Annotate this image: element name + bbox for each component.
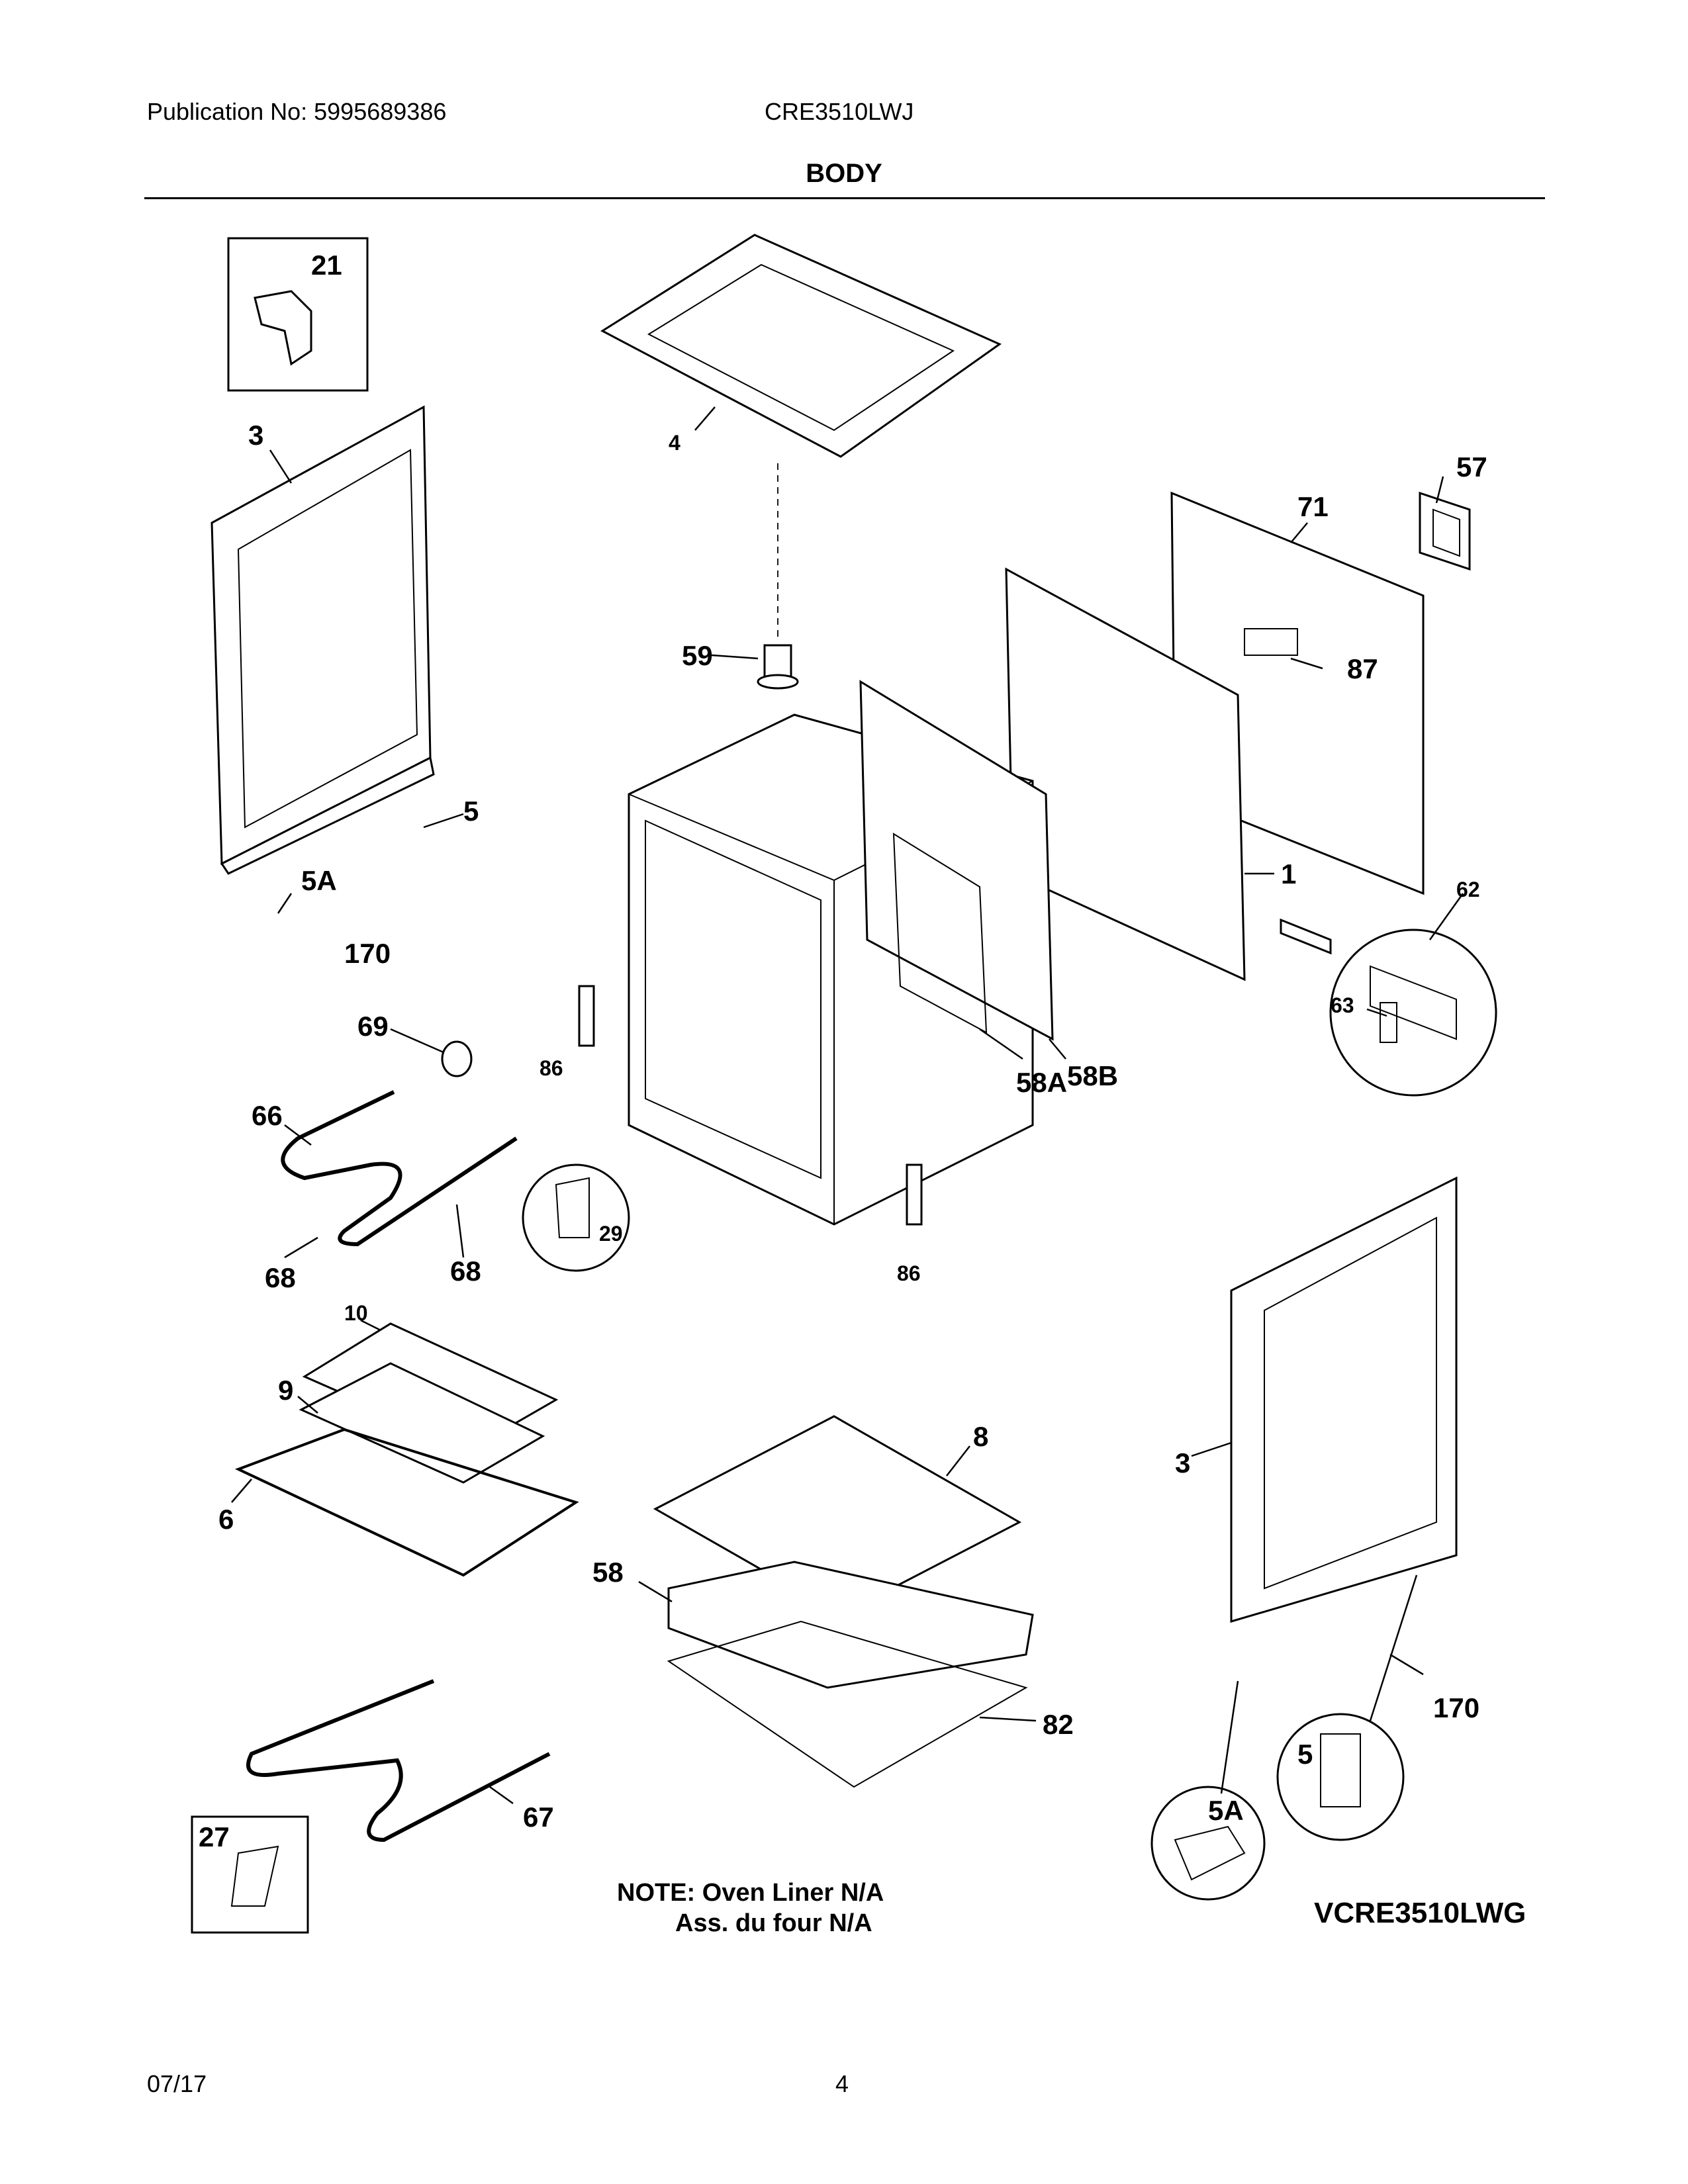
part-86-left-bracket bbox=[578, 985, 595, 1047]
callout-5a-left: 5A bbox=[301, 865, 337, 896]
section-title: BODY bbox=[806, 159, 882, 188]
callout-5-right: 5 bbox=[1297, 1739, 1313, 1770]
footer-page-number: 4 bbox=[835, 2070, 849, 2097]
part-4-top-panel bbox=[600, 234, 1002, 458]
callout-59: 59 bbox=[682, 640, 713, 671]
callout-5a-right: 5A bbox=[1208, 1795, 1244, 1826]
part-27-inset bbox=[191, 1815, 309, 1934]
part-86-right-bracket bbox=[906, 1163, 923, 1226]
callout-58a: 58A bbox=[1016, 1067, 1067, 1098]
part-6-oven-rack bbox=[234, 1428, 579, 1577]
callout-5-left: 5 bbox=[463, 796, 479, 827]
publication-number: Publication No: 5995689386 bbox=[147, 98, 447, 125]
part-58a-58b-insulation bbox=[859, 680, 1054, 1041]
callout-9: 9 bbox=[278, 1375, 293, 1406]
callout-62: 62 bbox=[1456, 878, 1480, 901]
leader-lines bbox=[231, 406, 1464, 1805]
part-3-left-side-panel bbox=[211, 405, 435, 875]
callout-63: 63 bbox=[1331, 993, 1354, 1017]
callout-87: 87 bbox=[1347, 653, 1378, 684]
note-oven-liner-fr: Ass. du four N/A bbox=[675, 1909, 872, 1937]
part-82-bottom-shield bbox=[667, 1620, 1028, 1788]
note-oven-liner-en: NOTE: Oven Liner N/A bbox=[617, 1879, 884, 1907]
callout-4: 4 bbox=[669, 431, 680, 455]
callout-66: 66 bbox=[252, 1100, 283, 1131]
part-5a-right-detail bbox=[1150, 1786, 1266, 1901]
callout-6: 6 bbox=[218, 1504, 234, 1535]
part-21-inset bbox=[227, 237, 369, 392]
callout-71: 71 bbox=[1297, 491, 1329, 522]
callout-3-right: 3 bbox=[1175, 1447, 1190, 1479]
part-62-terminal-block-detail bbox=[1280, 918, 1497, 1097]
footer-date: 07/17 bbox=[147, 2070, 207, 2097]
callout-67: 67 bbox=[523, 1801, 554, 1833]
part-29-detail bbox=[522, 1163, 630, 1272]
callout-21: 21 bbox=[311, 250, 342, 281]
header-rule bbox=[144, 197, 1545, 199]
part-67-bake-element bbox=[246, 1679, 551, 1843]
part-5-right-detail bbox=[1276, 1713, 1405, 1841]
callout-8: 8 bbox=[973, 1421, 988, 1452]
part-69 bbox=[441, 1040, 473, 1077]
model-number: CRE3510LWJ bbox=[765, 98, 914, 125]
callout-86-left: 86 bbox=[539, 1056, 563, 1080]
callout-68-left: 68 bbox=[265, 1262, 296, 1293]
part-66-broil-element bbox=[281, 1090, 518, 1247]
part-57-vent bbox=[1419, 491, 1471, 571]
callout-58: 58 bbox=[592, 1557, 624, 1588]
callout-10: 10 bbox=[344, 1301, 368, 1325]
part-9-broiler-pan bbox=[299, 1362, 545, 1484]
callout-82: 82 bbox=[1043, 1709, 1074, 1740]
variant-model-label: VCRE3510LWG bbox=[1314, 1897, 1526, 1929]
part-59 bbox=[757, 644, 799, 690]
callout-68-right: 68 bbox=[450, 1255, 481, 1287]
callout-170-right: 170 bbox=[1433, 1692, 1479, 1723]
callout-27: 27 bbox=[199, 1821, 230, 1852]
callout-3-left: 3 bbox=[248, 420, 263, 451]
callout-58b: 58B bbox=[1067, 1060, 1118, 1091]
callout-29: 29 bbox=[599, 1222, 623, 1246]
part-3-right-side-panel bbox=[1230, 1176, 1458, 1623]
callout-57: 57 bbox=[1456, 451, 1487, 482]
callout-1: 1 bbox=[1281, 858, 1296, 889]
callout-69: 69 bbox=[357, 1011, 389, 1042]
callout-86-right: 86 bbox=[897, 1261, 921, 1285]
callout-170-left: 170 bbox=[344, 938, 391, 969]
part-58-insulation bbox=[667, 1561, 1034, 1689]
